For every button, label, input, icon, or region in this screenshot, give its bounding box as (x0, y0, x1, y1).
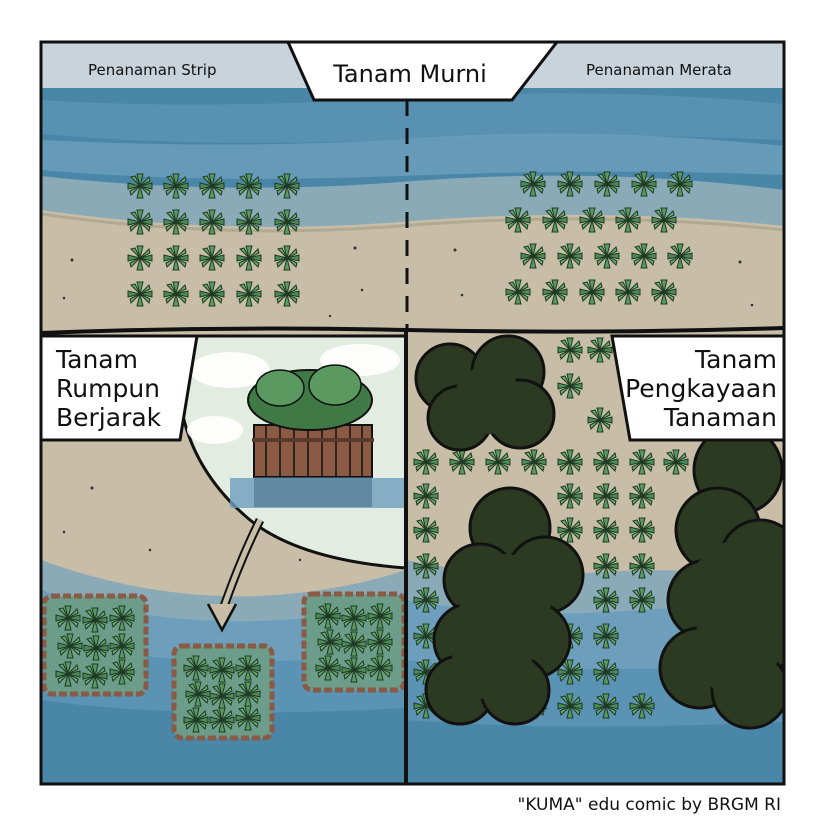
even-planting-label: Penanaman Merata (586, 61, 732, 79)
bamboo-enclosure-icon (247, 364, 374, 507)
strip-planting-label: Penanaman Strip (88, 61, 217, 79)
panel-borders (39, 40, 786, 786)
seedling-clump-plots (41, 591, 406, 741)
bottom-right-scene (406, 332, 784, 784)
tree-canopy-icon (414, 334, 784, 730)
bottom-left-title-line: Berjarak (56, 403, 162, 432)
top-center-title: Tanam Murni (333, 60, 487, 88)
bottom-right-title: Tanam Pengkayaan Tanaman (625, 345, 777, 432)
bottom-left-title-line: Tanam (56, 345, 138, 374)
bottom-left-title: Tanam Rumpun Berjarak (56, 345, 161, 432)
credit-text: "KUMA" edu comic by BRGM RI (517, 795, 781, 815)
bottom-right-title-line: Tanam (695, 345, 777, 374)
bottom-right-title-line: Tanaman (663, 403, 777, 432)
bottom-left-title-line: Rumpun (56, 374, 161, 403)
bottom-right-title-line: Pengkayaan (625, 374, 777, 403)
